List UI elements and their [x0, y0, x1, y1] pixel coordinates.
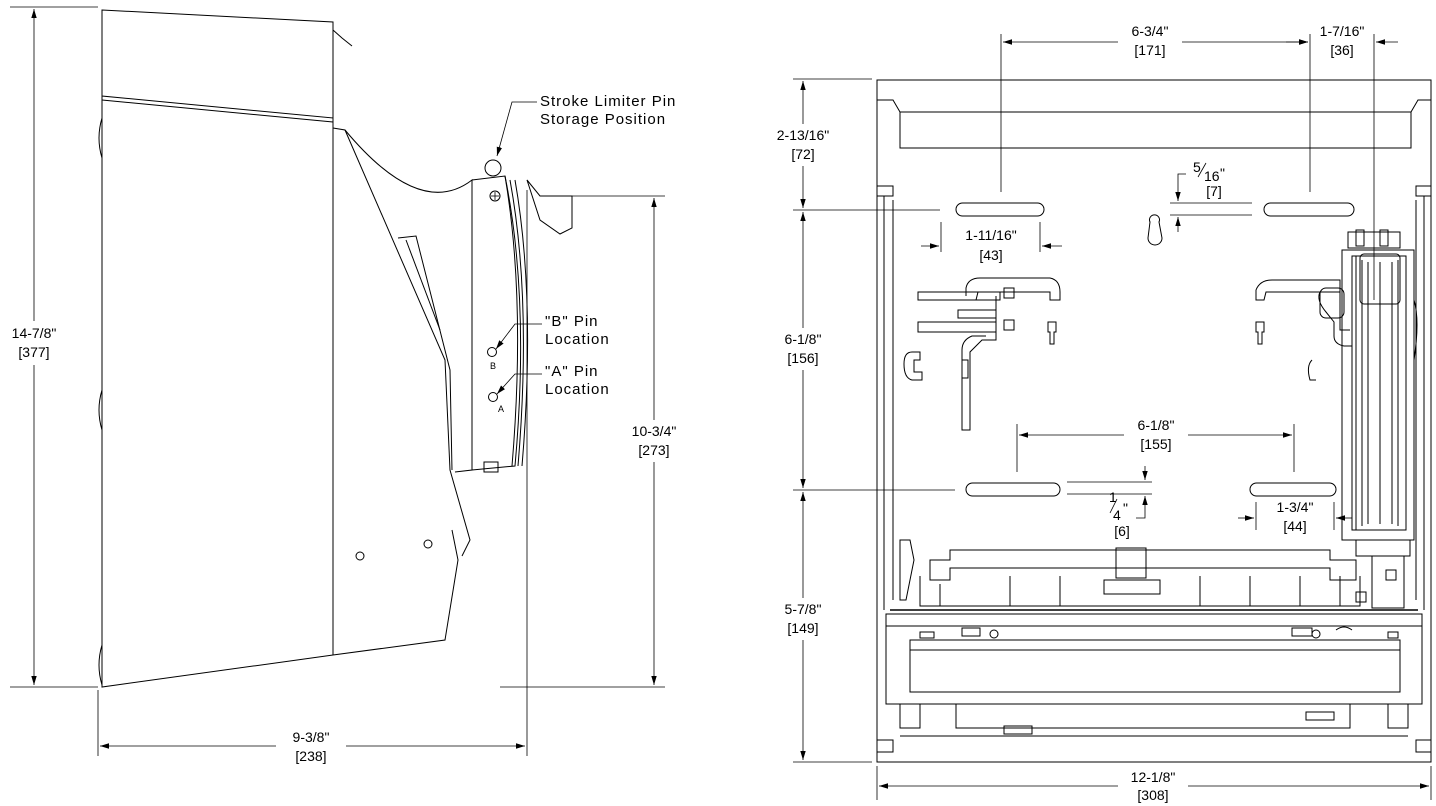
stroke-limiter-pin: [484, 159, 502, 177]
keyhole-slot: [1147, 214, 1163, 246]
keyhole-offset-unit: ": [1220, 165, 1225, 181]
label-background: [276, 728, 346, 768]
left-bracket: [903, 277, 1061, 431]
roll-holder: [1341, 229, 1418, 609]
label-background: [772, 598, 836, 640]
slot-offset-bottom-num: 1: [1109, 489, 1117, 505]
right-bracket: [1255, 279, 1352, 381]
mounting-slot: [1249, 482, 1337, 497]
a-pin-hole: [488, 392, 498, 402]
bottom-tray: [885, 609, 1423, 737]
height-dimension-imperial: 14-7/8": [12, 325, 57, 341]
b-pin-hole: [487, 347, 497, 357]
label-background: [1118, 768, 1188, 806]
fraction-bar: [1197, 162, 1207, 178]
mounting-slot: [955, 202, 1045, 217]
a-pin-letter: A: [498, 404, 504, 414]
width-imperial: 12-1/8": [1131, 769, 1176, 785]
depth-metric: [238]: [295, 748, 326, 764]
slot-length-bottom-imperial: 1-3/4": [1277, 499, 1314, 515]
stroke-limiter-note-line2: Storage Position: [540, 111, 666, 128]
label-background: [768, 124, 844, 166]
top-section-metric: [72]: [791, 146, 814, 162]
mount-height-metric: [273]: [638, 442, 669, 458]
label-background: [1118, 20, 1182, 60]
slot-length-top-imperial: 1-11/16": [965, 227, 1016, 243]
middle-section-metric: [156]: [787, 350, 818, 366]
b-pin-leader: [495, 323, 542, 350]
b-pin-note-line1: "B" Pin: [545, 313, 599, 330]
front-view: 2-13/16" [72] 6-1/8" [156] 5-7/8" [149] …: [768, 20, 1432, 806]
slot-spacing-top-imperial: 6-3/4": [1132, 23, 1169, 39]
slot-offset-bottom-arrow: [1136, 496, 1148, 519]
dispenser-housing-front: [876, 79, 1432, 763]
label-background: [2, 321, 70, 365]
a-pin-note-line1: "A" Pin: [545, 363, 599, 380]
slot-spacing-bottom-imperial: 6-1/8": [1138, 417, 1175, 433]
screw-head: [489, 190, 501, 202]
stroke-limiter-leader: [496, 101, 537, 157]
slot-length-bottom-metric: [44]: [1283, 518, 1306, 534]
keyhole-offset-num: 5: [1193, 159, 1201, 175]
right-offset-imperial: 1-7/16": [1320, 23, 1365, 39]
mount-height-imperial: 10-3/4": [632, 423, 677, 439]
slot-spacing-bottom-metric: [155]: [1140, 436, 1171, 452]
middle-section-imperial: 6-1/8": [785, 331, 822, 347]
depth-imperial: 9-3/8": [293, 729, 330, 745]
dispenser-housing-side: [98, 9, 471, 688]
keyhole-offset-den: 16: [1204, 168, 1220, 184]
height-dimension-metric: [377]: [18, 344, 49, 360]
side-view: 14-7/8" [377] 10-3/4" [273] 9-3/8" [238]: [2, 6, 690, 768]
keyhole-offset-metric: [7]: [1206, 183, 1222, 199]
b-pin-note-line2: Location: [545, 331, 610, 348]
slot-offset-bottom-den: 4: [1113, 507, 1121, 523]
front-cover-side: B A: [344, 129, 573, 473]
a-pin-leader: [496, 373, 542, 395]
slot-offset-bottom-unit: ": [1123, 500, 1128, 516]
bottom-section-metric: [149]: [787, 620, 818, 636]
top-section-imperial: 2-13/16": [777, 127, 829, 143]
label-background: [772, 328, 836, 370]
slot-offset-bottom-metric: [6]: [1114, 523, 1130, 539]
stroke-limiter-note-line1: Stroke Limiter Pin: [540, 93, 676, 110]
right-offset-metric: [36]: [1330, 42, 1353, 58]
fraction-bar: [1109, 498, 1118, 514]
bottom-section-imperial: 5-7/8": [785, 601, 822, 617]
slot-spacing-top-metric: [171]: [1134, 42, 1165, 58]
b-pin-letter: B: [490, 361, 496, 371]
width-metric: [308]: [1137, 787, 1168, 803]
mounting-slot: [965, 482, 1061, 497]
a-pin-note-line2: Location: [545, 381, 610, 398]
slot-length-top-metric: [43]: [979, 247, 1002, 263]
label-background: [620, 420, 690, 462]
keyhole-offset-arrow: [1175, 173, 1186, 201]
roller-assembly: [899, 539, 1367, 607]
mounting-slot: [1263, 202, 1355, 217]
label-background: [1124, 414, 1188, 454]
